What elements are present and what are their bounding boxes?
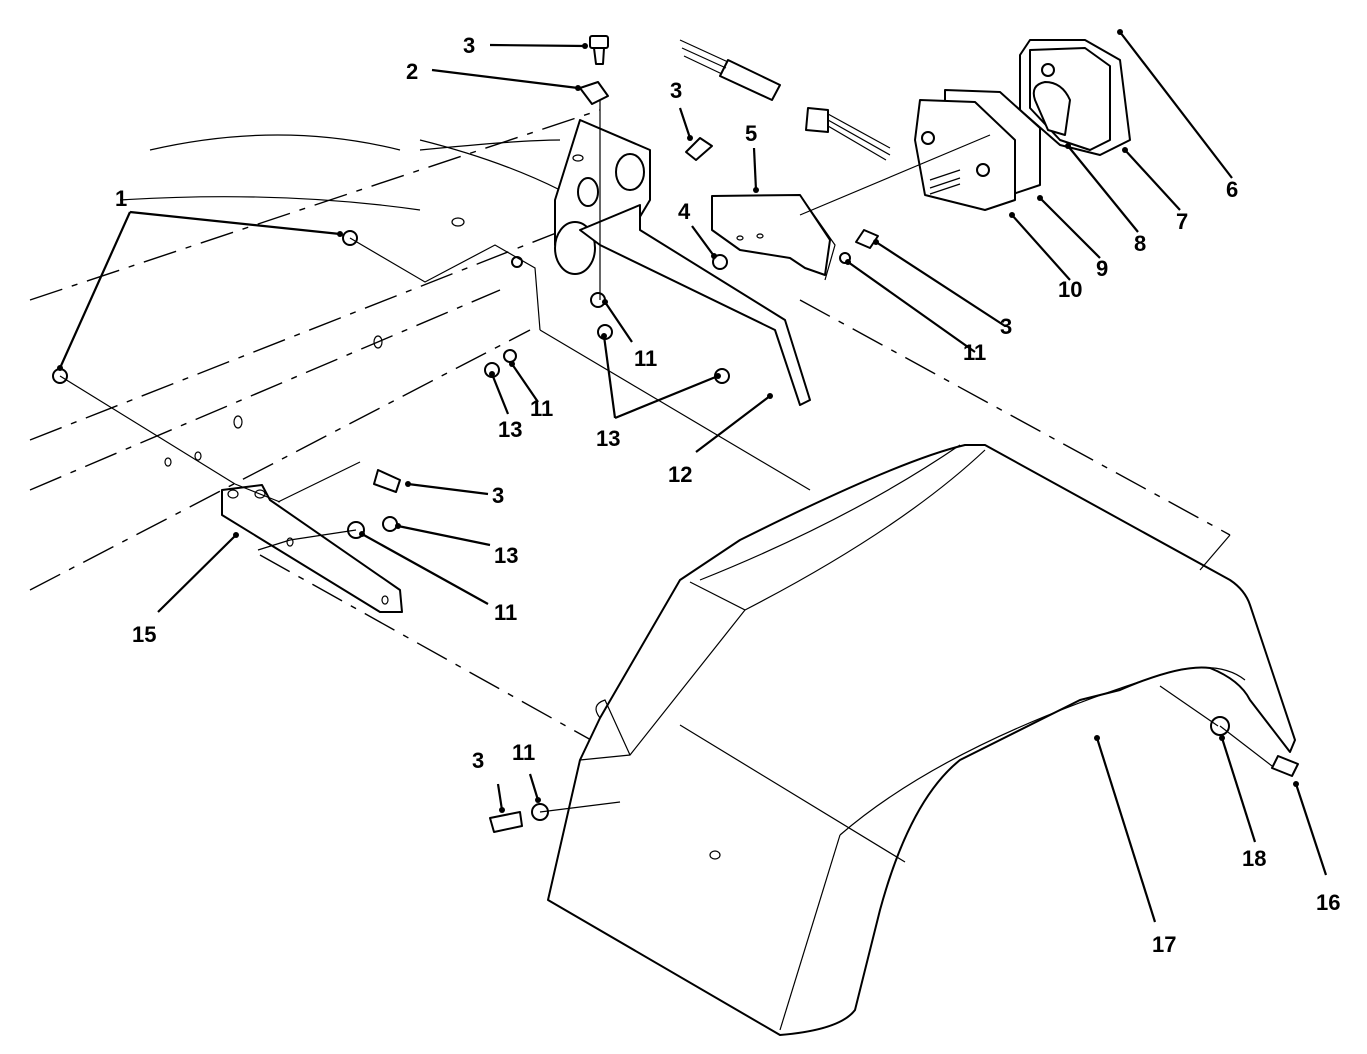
callout-11-lamp: 11 (963, 340, 986, 365)
callout-1: 1 (115, 186, 127, 211)
callout-2: 2 (406, 59, 418, 84)
callout-16: 16 (1316, 890, 1340, 915)
wiring-connectors (679, 39, 891, 161)
callout-11-fender: 11 (512, 740, 535, 765)
callout-11-bar: 11 (494, 600, 517, 625)
bar-bracket-item-15 (221, 461, 601, 746)
callout-7: 7 (1176, 209, 1188, 234)
callout-3-bar: 3 (492, 483, 504, 508)
callout-13-center: 13 (596, 426, 620, 451)
callout-3-lamp: 3 (1000, 314, 1012, 339)
callout-3-upper: 3 (670, 78, 682, 103)
assembly-lines (59, 100, 1273, 813)
callout-labels: 1 2 3 3 5 4 6 7 8 9 10 3 11 11 11 13 13 … (115, 33, 1340, 957)
frame-outline (29, 109, 811, 591)
callout-6: 6 (1226, 177, 1238, 202)
callout-3-top: 3 (463, 33, 475, 58)
callout-5: 5 (745, 121, 757, 146)
callout-11-center: 11 (634, 346, 657, 371)
callout-13-bar: 13 (494, 543, 518, 568)
callout-3-fender: 3 (472, 748, 484, 773)
callout-13-left: 13 (498, 417, 522, 442)
callout-15: 15 (132, 622, 156, 647)
callout-18: 18 (1242, 846, 1266, 871)
callout-9: 9 (1096, 256, 1108, 281)
fender-item-17 (547, 134, 1296, 1036)
callout-8: 8 (1134, 231, 1146, 256)
callout-11-left: 11 (530, 396, 553, 421)
callout-12: 12 (668, 462, 692, 487)
callout-10: 10 (1058, 277, 1082, 302)
leader-lines (58, 31, 1328, 923)
leader-dots (57, 29, 1299, 813)
callout-17: 17 (1152, 932, 1176, 957)
tail-lamp-assembly (914, 39, 1131, 211)
mount-block (554, 119, 811, 406)
callout-4: 4 (678, 199, 691, 224)
